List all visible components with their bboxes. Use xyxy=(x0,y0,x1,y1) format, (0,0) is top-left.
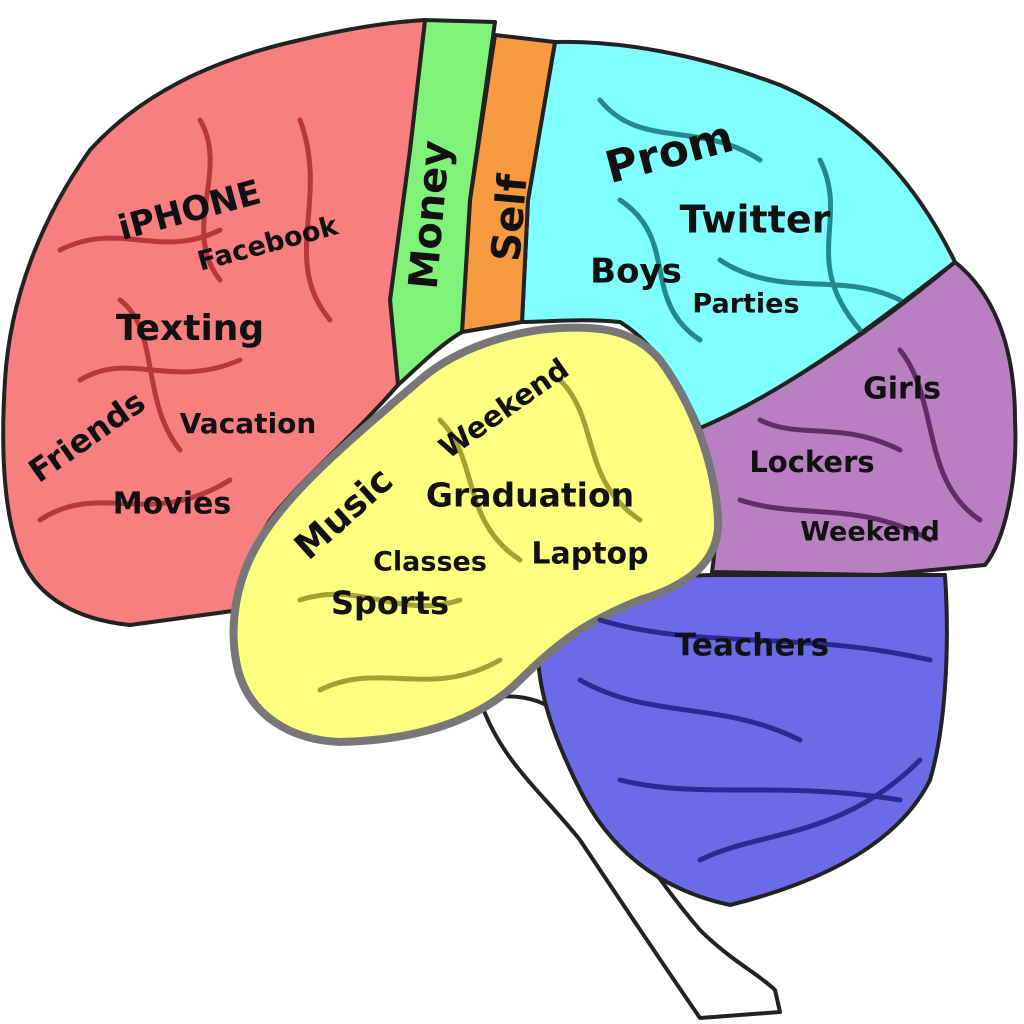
label-teachers: Teachers xyxy=(675,628,829,664)
region-temporal xyxy=(229,323,723,746)
cortex-folds xyxy=(37,97,983,863)
label-girls: Girls xyxy=(863,372,941,407)
label-classes: Classes xyxy=(373,547,487,578)
label-texting: Texting xyxy=(116,308,264,349)
region-parietal xyxy=(520,39,957,430)
label-lockers: Lockers xyxy=(749,445,874,479)
label-parties: Parties xyxy=(692,289,799,320)
label-weekend-occipital: Weekend xyxy=(800,517,940,548)
label-movies: Movies xyxy=(113,487,232,522)
label-vacation: Vacation xyxy=(180,407,317,440)
label-graduation: Graduation xyxy=(426,476,634,515)
label-boys: Boys xyxy=(590,252,682,292)
label-sports: Sports xyxy=(331,584,449,622)
label-laptop: Laptop xyxy=(531,537,648,572)
label-self: Self xyxy=(483,172,536,263)
label-twitter: Twitter xyxy=(680,198,831,242)
